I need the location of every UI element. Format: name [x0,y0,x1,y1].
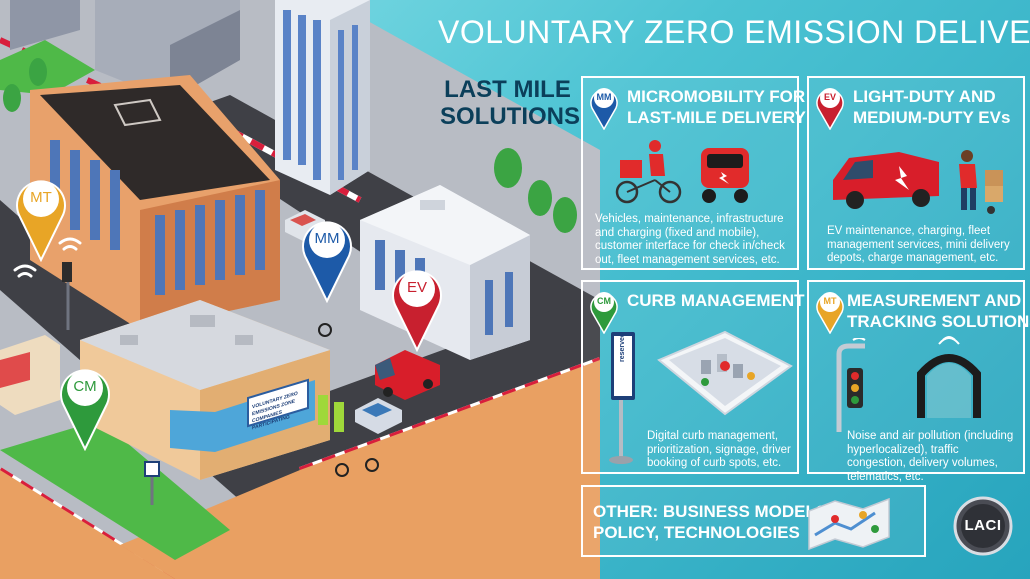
tablet-map-icon [657,330,793,416]
laci-logo-text: LACI [964,517,1002,534]
pin-mm: MM [300,213,354,303]
folded-map-icon [808,497,890,551]
micromobility-title-line2: LAST-MILE DELIVERY [627,108,806,127]
measurement-title: MEASUREMENT AND TRACKING SOLUTIONS [847,290,1030,332]
micromobility-title: MICROMOBILITY FOR LAST-MILE DELIVERY [627,86,806,128]
panel-ev-pin: EV [815,84,845,130]
pin-ev-label: EV [406,279,427,296]
blue-car [355,398,402,434]
other-title-line1: OTHER: BUSINESS MODELS, [593,502,832,521]
panel-ev-badge: EV [823,92,836,102]
main-title: VOLUNTARY ZERO EMISSION DELIVERY ZONE [438,14,1030,50]
ev-title: LIGHT-DUTY AND MEDIUM-DUTY EVs [853,86,1010,128]
laci-logo: LACI [950,495,1016,562]
panel-cm-pin: CM [589,288,619,334]
delivery-robot-icon [701,148,749,203]
pin-cm-label: CM [73,378,97,395]
pin-mt-label: MT [30,189,52,206]
ev-title-line1: LIGHT-DUTY AND [853,87,996,106]
panel-mm-badge: MM [596,92,612,102]
curb-title-line1: CURB MANAGEMENT [627,291,805,310]
panel-curb: CM CURB MANAGEMENT reserved Digital curb… [581,280,805,474]
curb-sign-icon [609,332,635,464]
ev-title-line2: MEDIUM-DUTY EVs [853,108,1011,127]
last-mile-heading: LAST MILE SOLUTIONS [440,76,581,130]
panel-mm-pin: MM [589,84,619,130]
other-title-line2: POLICY, TECHNOLOGIES [593,523,800,542]
curb-sign-text: reserved [619,332,626,362]
panel-cm-badge: CM [597,296,611,306]
measurement-title-line2: TRACKING SOLUTIONS [847,312,1030,331]
cargo-bike-icon [615,140,682,204]
courier-dolly-icon [959,150,1003,214]
traffic-sensor-icon [917,336,981,418]
panel-mt-pin: MT [815,288,845,334]
other-title: OTHER: BUSINESS MODELS, POLICY, TECHNOLO… [593,501,832,543]
pin-mt: MT [14,172,68,262]
measurement-desc: Noise and air pollution (including hyper… [847,430,1014,483]
measurement-title-line1: MEASUREMENT AND [847,291,1022,310]
panel-mt-badge: MT [823,296,837,306]
panel-other: OTHER: BUSINESS MODELS, POLICY, TECHNOLO… [581,485,926,557]
micromobility-title-line1: MICROMOBILITY FOR [627,87,806,106]
micromobility-desc: Vehicles, maintenance, infrastructure an… [595,213,785,266]
traffic-light-icon [836,338,866,432]
curb-title: CURB MANAGEMENT [627,290,805,311]
panel-micromobility: MM MICROMOBILITY FOR LAST-MILE DELIVERY … [581,76,806,270]
city-illustration [0,0,600,579]
electric-van-icon [833,152,939,209]
panel-measurement: MT MEASUREMENT AND TRACKING SOLUTIONS No… [807,280,1030,483]
panel-ev: EV LIGHT-DUTY AND MEDIUM-DUTY EVs EV mai… [807,76,1025,270]
pin-mm-label: MM [314,230,340,247]
curb-desc: Digital curb management, prioritization,… [647,430,791,469]
ev-desc: EV maintenance, charging, fleet manageme… [827,225,1010,264]
billboard [247,378,309,428]
pin-ev: EV [390,262,444,352]
pin-cm: CM [58,361,112,451]
ev-van [375,350,440,400]
